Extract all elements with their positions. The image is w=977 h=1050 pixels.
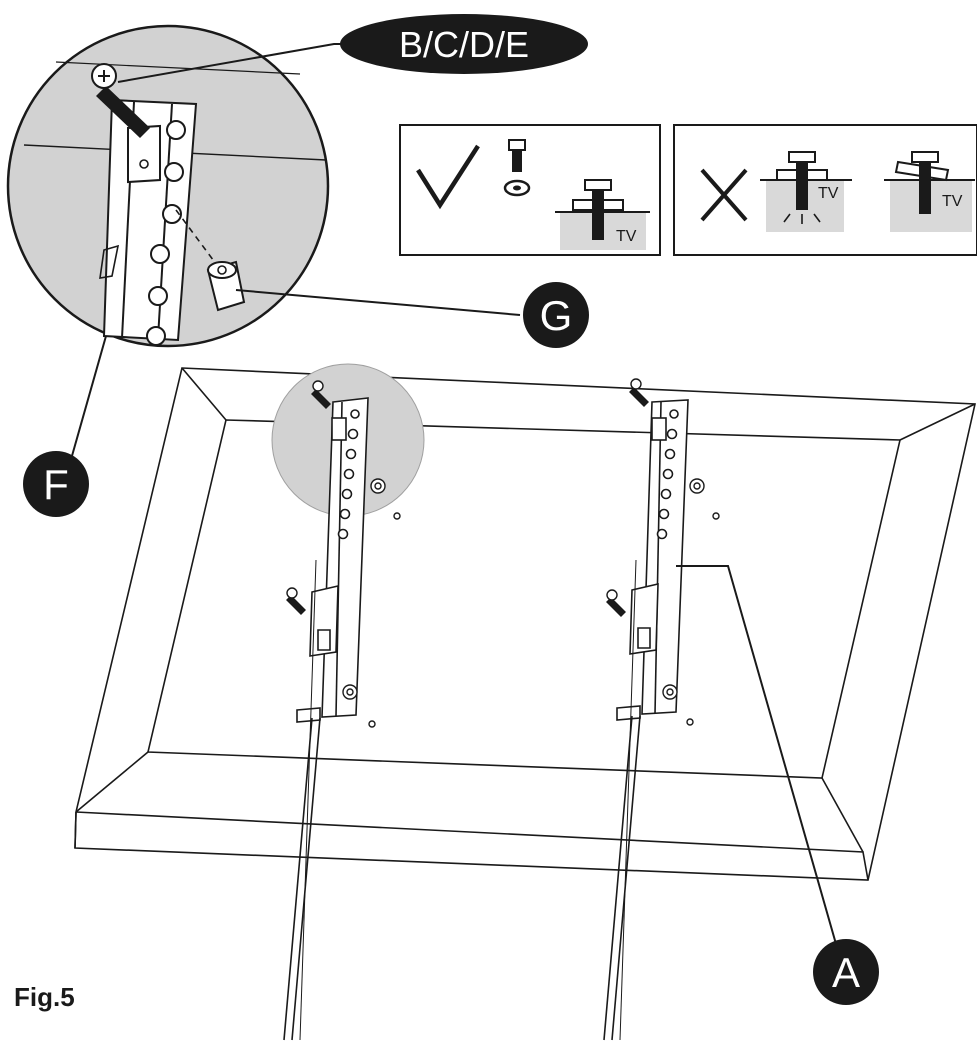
correct-usage-panel: TV [399, 124, 661, 256]
callout-washer-label: G [540, 292, 573, 339]
callout-washer: G [523, 282, 589, 348]
tv-screws [286, 378, 720, 728]
callout-bracket: A [813, 939, 879, 1005]
left-bracket [283, 397, 369, 1041]
callout-screws-label: B/C/D/E [399, 24, 529, 65]
tv-label-correct: TV [616, 228, 637, 245]
callout-bracket-clip: F [23, 451, 89, 517]
callout-bracket-clip-label: F [43, 461, 69, 508]
right-bracket [603, 399, 689, 1041]
tv-label-wrong-2: TV [942, 193, 963, 210]
washer-icon [503, 179, 531, 197]
magnified-inset [6, 24, 330, 348]
callout-bracket-label: A [832, 949, 860, 996]
tv-frame [74, 367, 976, 881]
figure-caption: Fig.5 [14, 982, 75, 1012]
screw-icon [508, 139, 526, 172]
tv-label-wrong-1: TV [818, 185, 839, 202]
check-mark-icon [416, 144, 480, 210]
cross-mark-icon [700, 168, 748, 222]
callout-screws: B/C/D/E [340, 14, 588, 74]
wrong-usage-panel: TV TV [673, 124, 977, 256]
